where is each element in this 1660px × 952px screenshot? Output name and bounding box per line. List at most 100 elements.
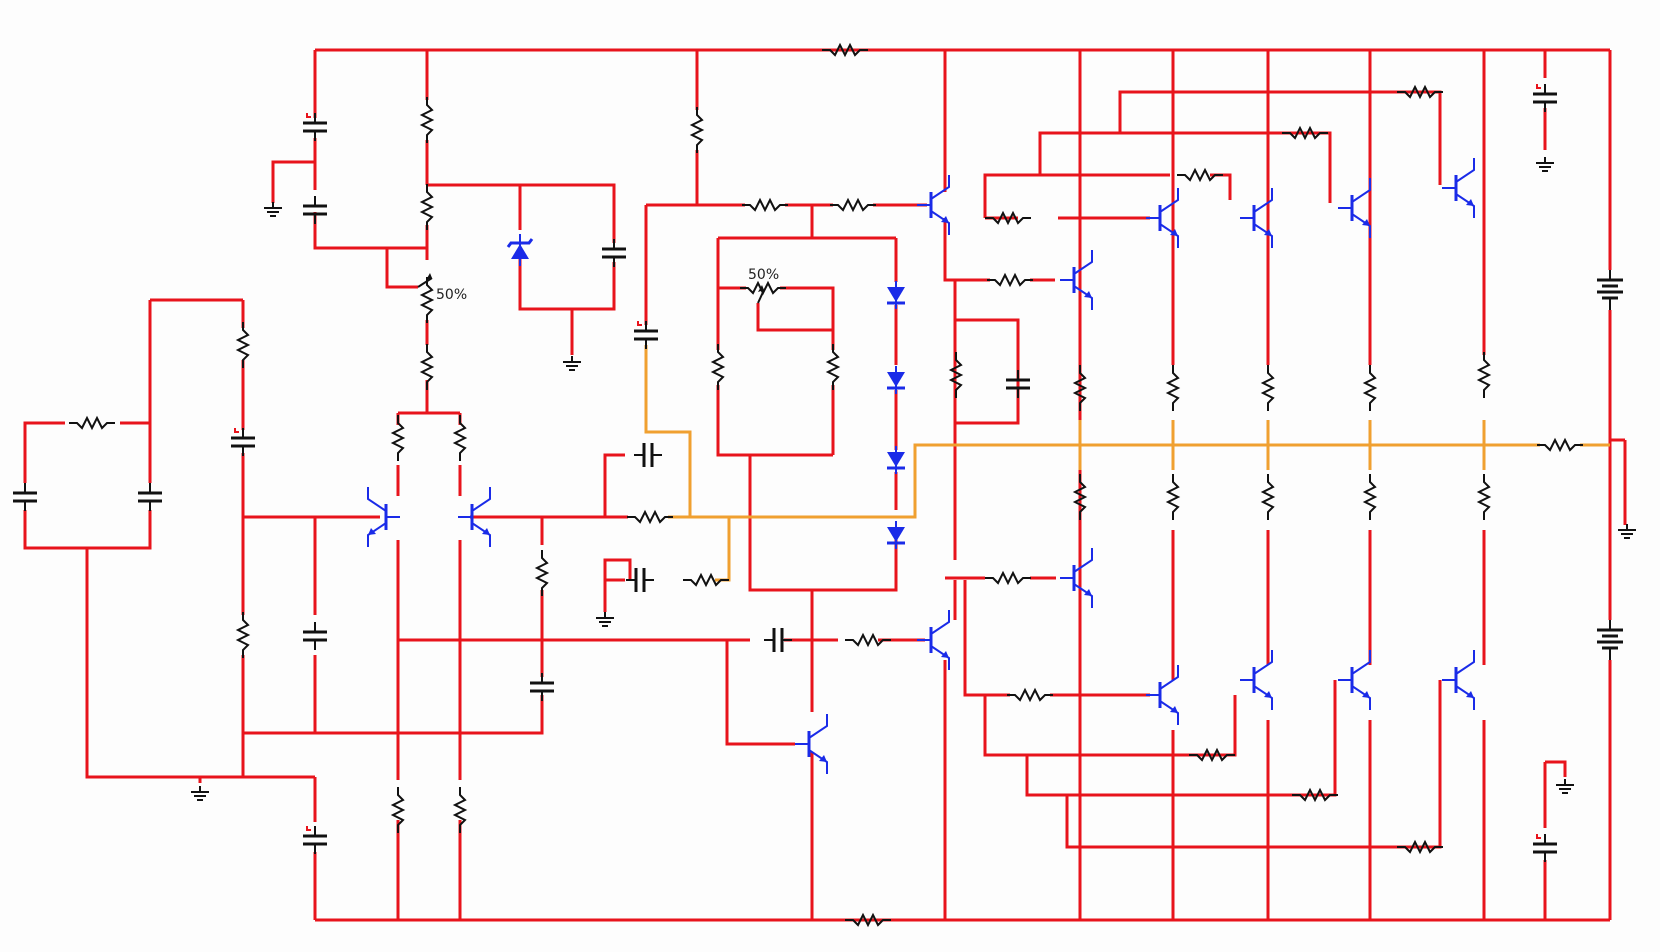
ground-icon — [1618, 524, 1636, 539]
resistor-icon — [948, 352, 964, 398]
resistor-icon — [419, 184, 435, 230]
resistor-icon — [390, 787, 406, 833]
capacitor-icon — [530, 673, 554, 701]
npn-transistor-icon — [1240, 188, 1273, 248]
capacitor-icon — [138, 483, 162, 511]
npn-transistor-icon — [458, 487, 491, 547]
wire — [725, 640, 795, 746]
npn-transistor-icon — [1146, 188, 1179, 248]
wire — [1545, 760, 1567, 777]
wire — [271, 160, 315, 203]
wire — [542, 453, 625, 519]
wire — [943, 218, 976, 282]
wire — [603, 558, 632, 580]
resistor-icon — [1072, 474, 1088, 520]
resistor-icon — [1177, 167, 1223, 183]
pot-upper-percent-label: 50% — [436, 287, 467, 303]
resistor-icon — [1165, 365, 1181, 411]
wire — [983, 695, 1237, 757]
wire — [1118, 90, 1442, 185]
ground-icon — [1536, 157, 1554, 172]
capacitor-icon — [1533, 834, 1557, 862]
npn-transistor-icon — [795, 714, 828, 774]
wire — [716, 385, 833, 457]
resistor-icon — [1537, 437, 1583, 453]
diode-icon — [887, 366, 905, 394]
npn-transistor-icon — [1442, 650, 1475, 710]
capacitor-icon — [634, 321, 658, 349]
resistor-icon — [419, 344, 435, 390]
battery-icon — [1597, 270, 1623, 310]
red-wires — [23, 48, 1627, 922]
resistor-icon — [822, 42, 868, 58]
resistor-icon — [1476, 352, 1492, 398]
resistor-icon — [1476, 474, 1492, 520]
wire — [955, 318, 1020, 425]
resistor-icon — [845, 632, 891, 648]
wire — [748, 455, 898, 592]
ground-icon — [1556, 779, 1574, 794]
feedback-wire — [644, 345, 692, 517]
npn-transistor-icon — [1338, 650, 1371, 710]
capacitor-icon — [1006, 370, 1030, 398]
potentiometer-wiper-icon — [757, 285, 765, 304]
capacitor-icon — [1533, 84, 1557, 112]
wire — [1025, 680, 1337, 797]
capacitor-icon — [626, 568, 654, 592]
resistor-icon — [1260, 474, 1276, 520]
resistor-icon — [683, 572, 729, 588]
capacitor-icon — [764, 628, 792, 652]
resistor-icon — [1007, 687, 1053, 703]
wire — [427, 183, 616, 243]
zener-diode-icon — [506, 234, 534, 266]
diode-icon — [887, 446, 905, 474]
resistor-icon — [1072, 365, 1088, 411]
npn-transistor-icon — [917, 175, 950, 235]
wire — [1038, 131, 1332, 203]
feedback-wire — [668, 443, 1540, 519]
resistor-icon — [1165, 474, 1181, 520]
wire — [313, 212, 427, 250]
wire — [85, 548, 315, 779]
wire — [983, 173, 1170, 218]
wire — [385, 248, 418, 289]
capacitor-icon — [634, 443, 662, 467]
resistor-icon — [1362, 474, 1378, 520]
resistor-icon — [830, 197, 876, 213]
capacitor-icon — [303, 196, 327, 224]
resistor-icon — [1362, 365, 1378, 411]
resistor-icon — [419, 277, 435, 323]
resistor-icon — [452, 787, 468, 833]
wire — [756, 286, 835, 332]
resistor-icon — [1292, 787, 1338, 803]
capacitor-icon — [231, 428, 255, 456]
resistor-icon — [390, 415, 406, 461]
resistor-icon — [419, 97, 435, 143]
pot-center-percent-label: 50% — [748, 267, 779, 283]
wire — [1065, 680, 1442, 849]
ground-icon — [191, 786, 209, 801]
capacitor-icon — [13, 483, 37, 511]
resistor-icon — [710, 344, 726, 390]
capacitor-icon — [303, 826, 327, 854]
npn-transistor-icon — [1060, 548, 1093, 608]
resistor-icon — [689, 107, 705, 153]
wire — [1210, 173, 1232, 200]
npn-transistor-icon — [367, 487, 400, 547]
wire — [23, 421, 65, 483]
resistor-icon — [1189, 747, 1235, 763]
capacitor-icon — [303, 113, 327, 141]
ground-icon — [596, 612, 614, 627]
npn-transistor-icon — [1240, 650, 1273, 710]
capacitor-icon — [303, 622, 327, 650]
resistor-icon — [235, 612, 251, 658]
capacitor-icon — [602, 239, 626, 267]
orange-feedback-wires — [644, 345, 1610, 582]
components — [13, 42, 1636, 928]
resistor-icon — [235, 322, 251, 368]
wire — [518, 255, 616, 311]
ground-icon — [563, 356, 581, 371]
resistor-icon — [1282, 125, 1328, 141]
